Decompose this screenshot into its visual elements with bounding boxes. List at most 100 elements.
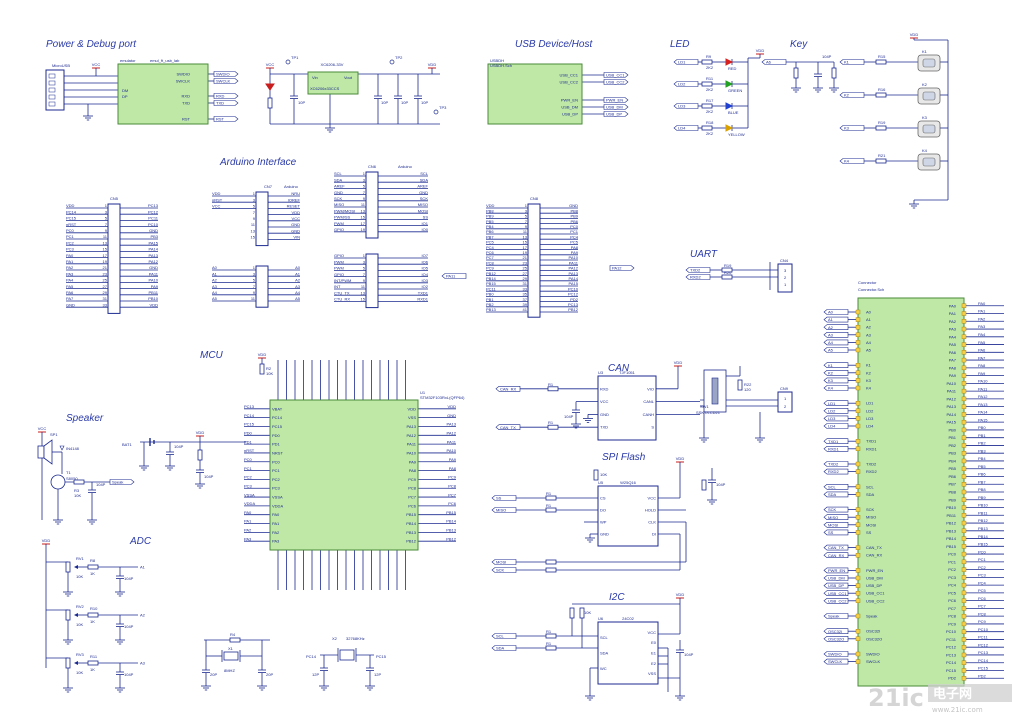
hdr-net-pa12: PA12 [612,266,622,271]
connector-left-pin: A5 [866,348,872,353]
connector-left-net-Speak: Speak [828,614,839,619]
hdr-ard2-left-label: MISO [334,202,344,207]
connector-left-pin: LD2 [866,408,874,413]
test-point [389,59,395,65]
mcu-left-net: PA0 [244,510,252,515]
uart-resistor-ref: R20 [724,270,732,275]
i2c-ic-pin-right: VCC [648,630,657,635]
connector-right-port [961,652,967,658]
vbat-cap-value: 104P [174,444,184,449]
hdr-mid2-body [255,265,269,308]
connector-right-pin: PC6 [948,598,957,603]
hdr-right-right-label: PD2 [570,297,579,302]
adc-vdd: VDD [42,538,51,543]
connector-right-net: PC15 [978,666,989,671]
key-resistor-ref: R21 [878,153,886,158]
usb-block-pin: USB_CC1 [560,73,579,78]
can-net-CAN_TX [495,424,521,431]
connector-left-port [855,545,861,550]
mcu-right-pin-name: PB12 [406,539,417,544]
connector-right-net: PC0 [978,549,987,554]
key-net-a6: A6 [766,60,772,65]
connector-right-port [961,319,967,324]
hdr-ard2b-right-label: IO5 [422,266,429,271]
connector-left-pin: A4 [866,340,872,345]
spi-net-sck: SCK [496,568,505,573]
key-net-K1: K1 [844,60,850,65]
usb-pin [48,80,56,86]
adc-net-label: A2 [140,613,146,618]
hdr-right-pin-num: 41 [523,307,528,312]
emulator-net-SWDIO [213,71,239,77]
connector-left-net-A2 [823,324,849,331]
mcu-right-net: PA13 [447,422,457,427]
hdr-mid-left-label: VDD [212,191,221,196]
connector-left-net-A3 [823,331,849,338]
connector-left-port [855,347,861,353]
connector-right-net: PA12 [978,394,988,399]
connector-right-pin: PA3 [949,327,957,332]
connector-right-port [961,668,967,673]
usb-block-pin: USB_CC2 [560,80,579,85]
connector-right-port [961,419,967,425]
hdr-right-pin-num: 25 [523,266,528,271]
hdr-right-left-label: PC11 [486,286,496,291]
led-color-label: BLUE [728,110,739,115]
adc-cap-value: 104P [124,576,134,581]
i2c-ic-ref: U6 [598,616,604,621]
hdr-left-right-label: PA13 [149,253,159,258]
hdr-ard2b-right-label: IO6 [422,259,429,264]
hdr-left-pin-num: 29 [103,290,108,295]
hdr-mid-left-label: VCC [212,204,221,209]
mcu-left-pin-name: PA2 [272,530,280,535]
hdr-ard2b-pin-num: 13 [361,290,366,295]
connector-left-net-A0 [823,309,849,315]
adc-series-resistor [87,612,99,618]
mcu-left-pin-name: NRST [272,450,283,455]
connector-left-net-A0: A0 [828,310,834,315]
hdr-ard2-pin-num: 13 [361,208,366,213]
mcu-resistor-value: 10K [266,371,273,376]
hdr-mid-pin-num: 11 [251,222,256,227]
adc-net-label: A3 [140,661,146,666]
connector-left-port [855,522,861,527]
hdr-mid2-left-label: A0 [212,265,218,270]
hdr-ard2-pin-num: 3 [363,177,366,182]
connector-left-net-LD1: LD1 [828,401,836,406]
hdr-mid2-pin-num: 5 [253,278,256,283]
hdr-ard2-left-label: SCL [334,171,343,176]
connector-left-net-A3: A3 [828,332,834,337]
i2c-pull-value: 10K [584,610,591,615]
hdr-right-left-label: PC9 [486,266,495,271]
mcu-right-net: GND [447,413,456,418]
mcu-right-net: PA11 [447,439,457,444]
can-connector-pin: 2 [784,404,787,409]
connector-left-port [855,636,861,641]
key-pull-resistor [793,67,799,79]
connector-right-net: PC12 [978,642,989,647]
spi-resistor-ref: R1 [546,503,552,508]
connector-left-pin: CAN_RX [866,553,883,558]
mcu-right-pin-name: PB14 [406,521,417,526]
hdr-left-left-label: nRST [66,222,77,227]
hdr-mid-right-label: GND [291,228,300,233]
emulator-net-SWCLK: SWCLK [216,79,231,84]
mcu-right-pin-name: PC7 [408,495,417,500]
mcu-left-pin-name: VSSA [272,495,283,500]
connector-left-net-CAN_RX [823,552,849,559]
connector-right-pin: PC8 [948,614,957,619]
connector-left-port [855,363,861,368]
watermark-url: www.21ic.com [932,706,983,714]
mcu-right-net: PC7 [448,492,457,497]
key-net-K4: K4 [844,159,850,164]
can-series-resistor [547,424,559,430]
connector-right-port [961,637,967,642]
connector-right-pin: PA9 [949,373,957,378]
hdr-right-pin-num: 35 [523,292,528,297]
hdr-left-right-label: PA15 [149,240,159,245]
nrst-cap-value: 104P [204,474,214,479]
connector-right-pin: PC13 [946,652,957,657]
connector-left-pin: USB_CC2 [866,598,885,603]
usb-net-USB_DM [603,104,629,110]
